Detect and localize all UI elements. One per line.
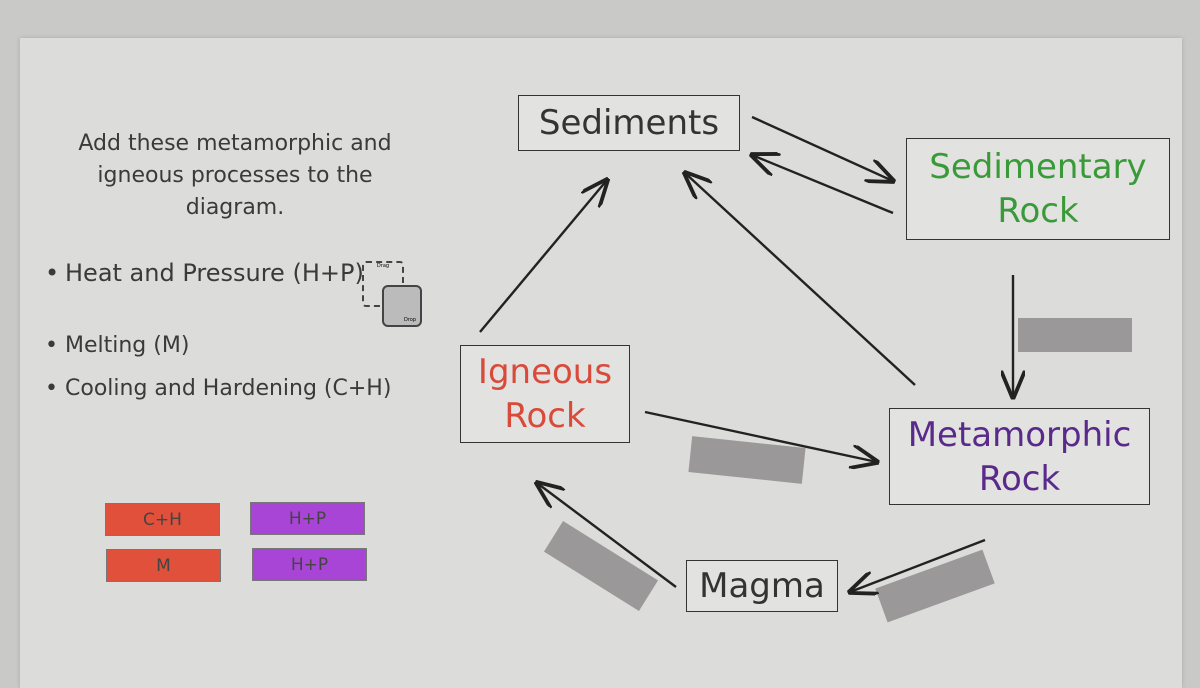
node-sediments: Sediments	[518, 95, 740, 151]
node-label: Rock	[978, 458, 1061, 499]
arrow-igneous-to-sediments	[479, 180, 607, 333]
tag-c-h[interactable]: C+H	[105, 503, 220, 536]
drag-drop-icon: Drag Drop	[362, 255, 424, 329]
arrow-magma-to-igneous	[537, 483, 677, 588]
tag-m[interactable]: M	[106, 549, 221, 582]
arrow-igneous-to-metamorphic	[644, 410, 877, 462]
node-label: Sediments	[538, 103, 720, 143]
arrow-metamorphic-to-sediments	[685, 173, 916, 386]
node-magma: Magma	[686, 560, 838, 612]
arrow-sedimentary-to-sediments	[752, 155, 894, 215]
instructions: Add these metamorphic and igneous proces…	[78, 131, 392, 220]
arrow-sediments-to-sedimentary	[751, 115, 893, 181]
process-cooling-hardening: •Cooling and Hardening (C+H)	[45, 376, 392, 401]
process-heat-pressure: •Heat and Pressure (H+P)	[45, 259, 364, 287]
node-label: Magma	[699, 566, 825, 606]
node-label: Sedimentary	[929, 147, 1147, 187]
process-melting: •Melting (M)	[45, 333, 190, 358]
tag-h-p[interactable]: H+P	[250, 502, 365, 535]
node-label: Igneous	[477, 352, 613, 392]
arrow-metamorphic-to-magma	[850, 538, 986, 592]
node-label: Metamorphic	[907, 414, 1132, 455]
tag-h-p-2[interactable]: H+P	[252, 548, 367, 581]
node-label: Rock	[997, 191, 1079, 231]
drop-zone-sedimentary-metamorphic[interactable]	[1018, 318, 1132, 352]
node-label: Rock	[504, 396, 586, 436]
